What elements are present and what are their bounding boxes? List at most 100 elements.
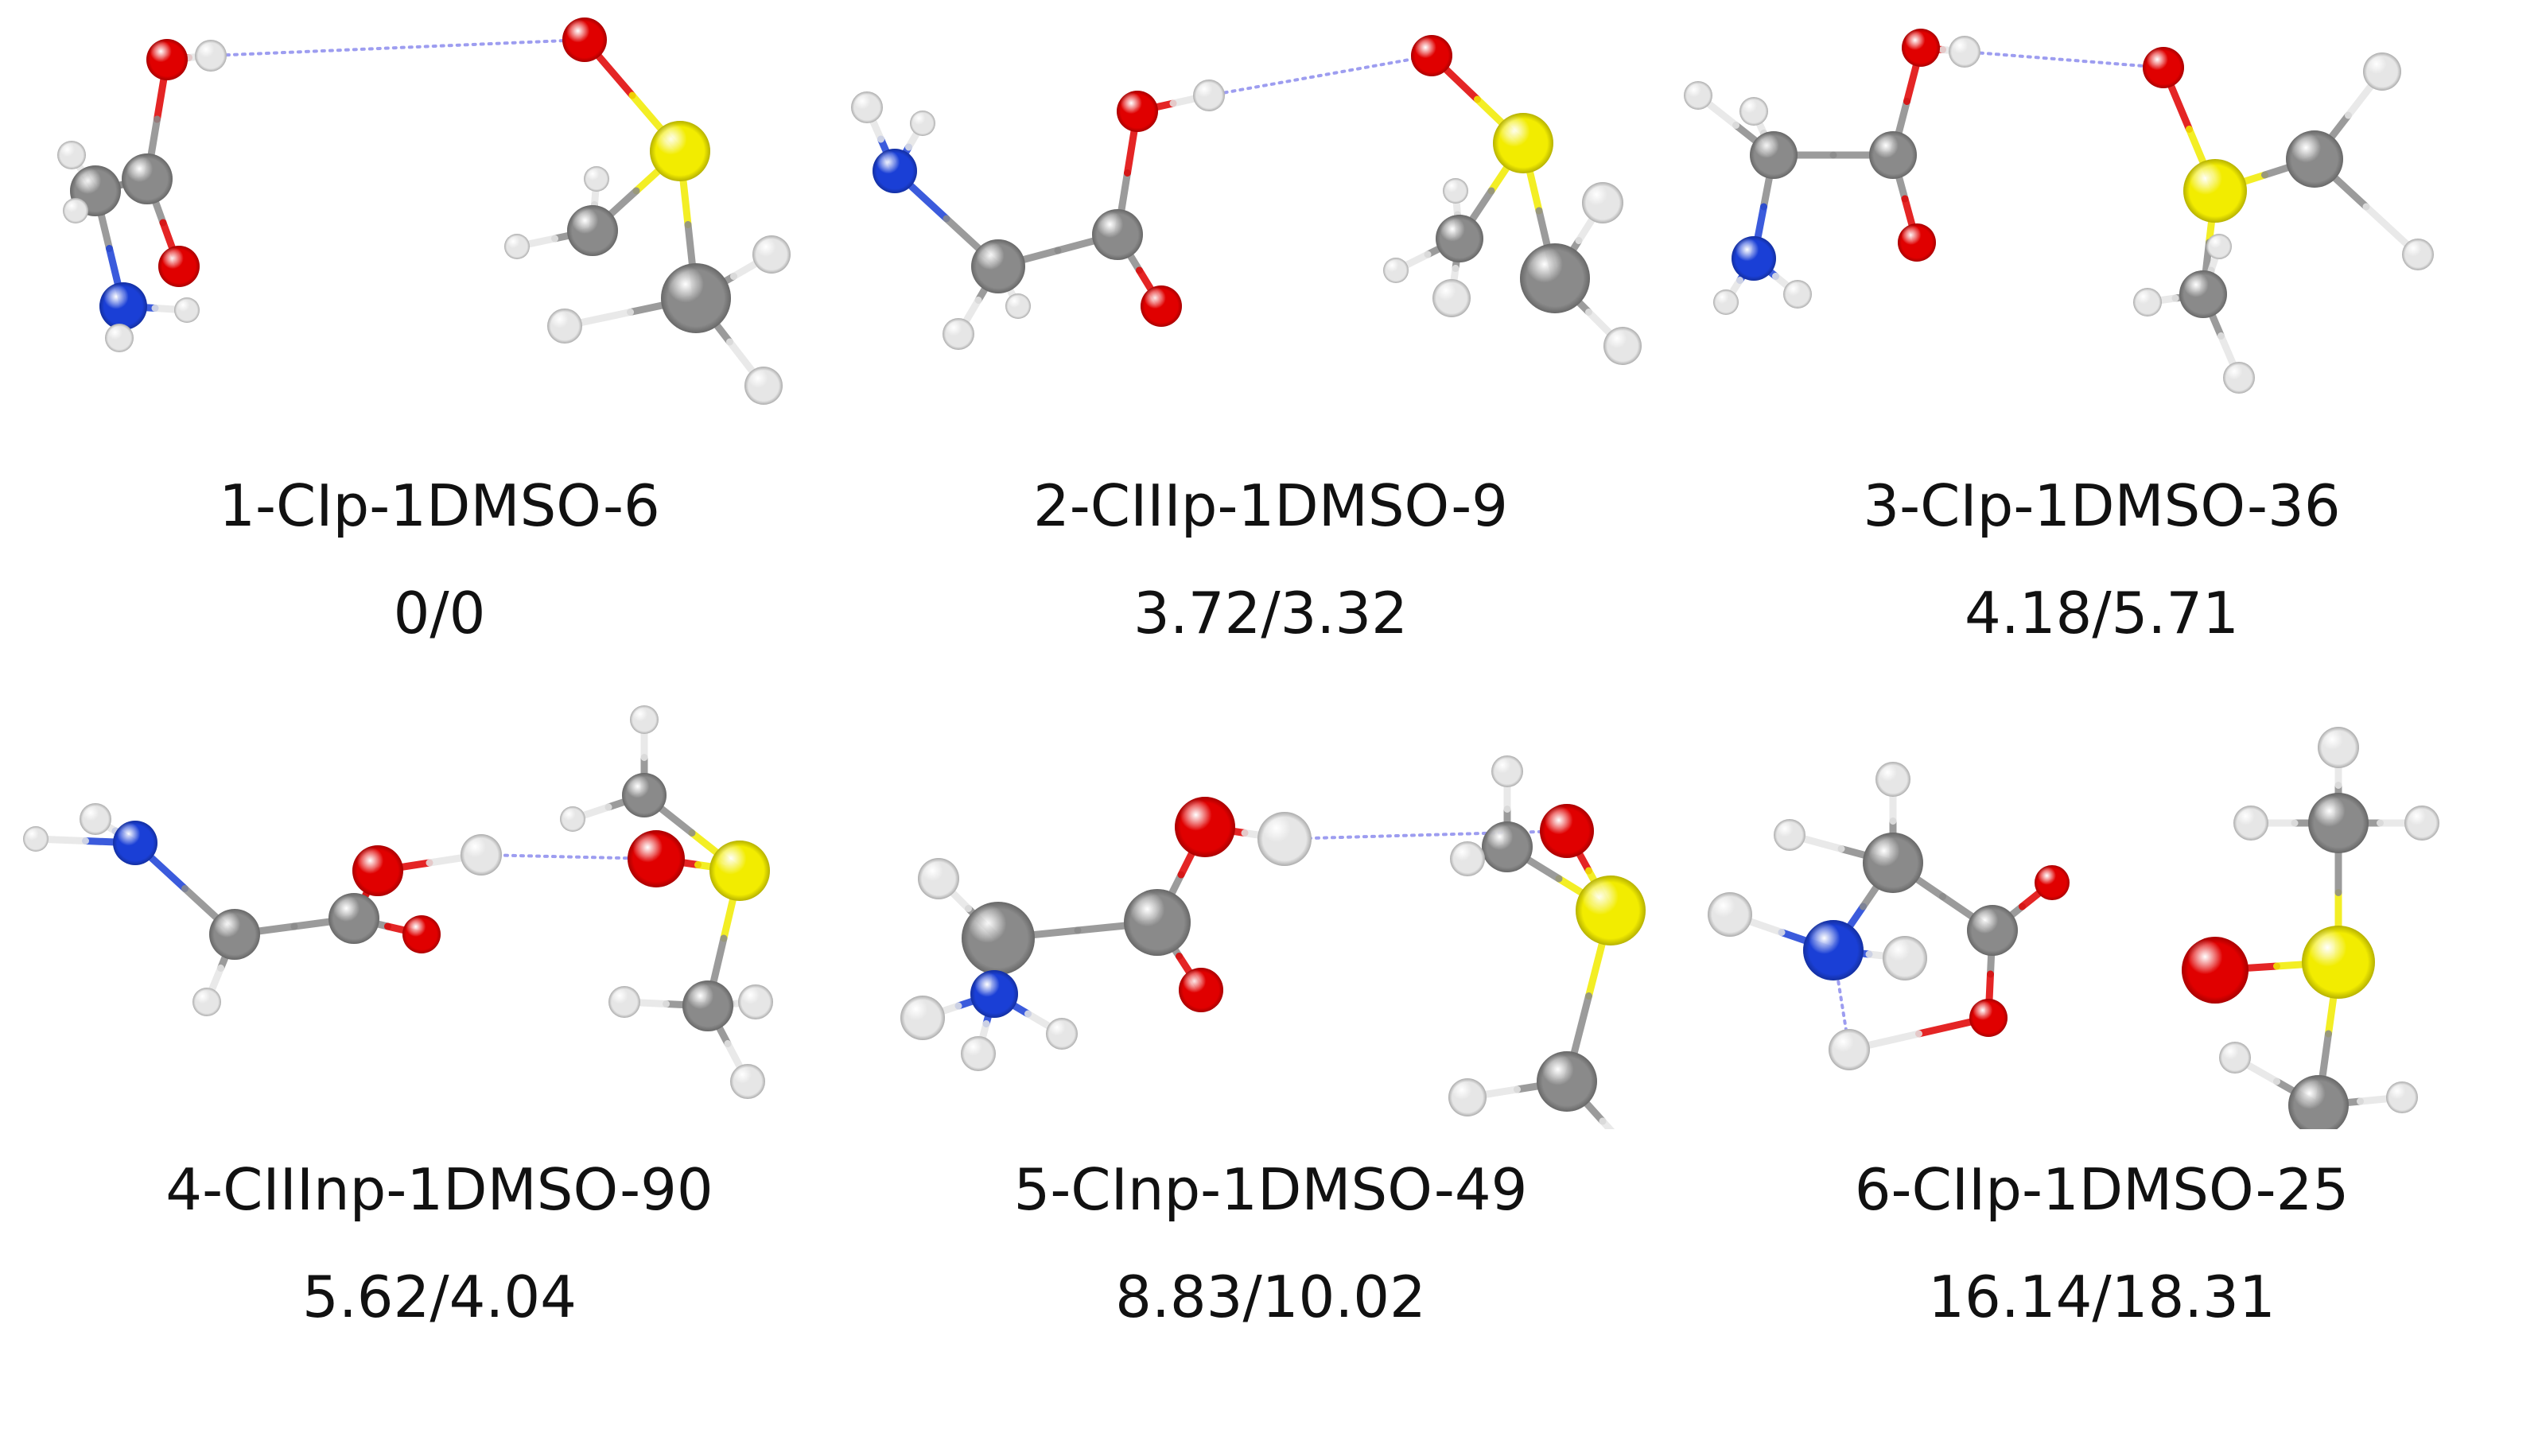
oxygen-atom [1179, 968, 1223, 1012]
panel-4: 4-CIIInp-1DMSO-90 5.62/4.04 [16, 684, 863, 1411]
hydrogen-atom [2233, 806, 2268, 841]
hydrogen-atom [730, 1064, 765, 1099]
carbon-atom [1092, 209, 1143, 260]
hydrogen-atom [1005, 293, 1031, 319]
relative-energy: 16.14/18.31 [1928, 1264, 2276, 1330]
nitrogen-atom [113, 821, 157, 865]
oxygen-atom [146, 39, 188, 80]
hydrogen-atom [918, 858, 959, 899]
oxygen-atom [628, 830, 685, 887]
structure-label: 6-CIIp-1DMSO-25 [1854, 1156, 2350, 1223]
hydrogen-atom [2223, 362, 2255, 394]
carbon-atom [2288, 1075, 2349, 1129]
carbon-atom [1869, 131, 1917, 179]
hydrogen-atom [1883, 936, 1927, 980]
hydrogen-atom [1582, 182, 1623, 223]
molecule-structure-4 [23, 705, 773, 1099]
hydrogen-atom [2404, 806, 2439, 841]
structure-label: 4-CIIInp-1DMSO-90 [165, 1156, 713, 1223]
carbon-atom [1537, 1051, 1597, 1112]
carbon-atom [682, 980, 733, 1031]
hydrogen-atom [910, 111, 935, 136]
hydrogen-atom [174, 297, 200, 323]
panel-2: 2-CIIIp-1DMSO-9 3.72/3.32 [847, 0, 1694, 728]
hydrogen-atom [1450, 841, 1485, 876]
structure-label: 3-CIp-1DMSO-36 [1863, 472, 2341, 539]
hydrogen-atom [961, 1036, 996, 1071]
hydrogen-atom [1257, 812, 1312, 866]
hydrogen-atom [105, 324, 134, 352]
carbon-atom [122, 153, 173, 204]
hydrogen-atom [608, 986, 640, 1018]
carbon-atom [567, 205, 618, 256]
hydrogen-atom [1046, 1018, 1078, 1050]
hydrogen-atom [1875, 762, 1910, 797]
nitrogen-atom [1803, 920, 1864, 980]
hydrogen-atom [1432, 279, 1471, 317]
hydrogen-bond [480, 853, 658, 860]
panel-1: 1-CIp-1DMSO-6 0/0 [16, 0, 863, 728]
hydrogen-atom [1603, 327, 1642, 365]
hydrogen-atom [23, 826, 49, 852]
molecule-structure-6 [1708, 727, 2439, 1129]
sulfur-atom [1493, 113, 1553, 173]
sulfur-atom [1576, 876, 1646, 945]
hydrogen-atom [943, 318, 974, 350]
hydrogen-atom [1684, 81, 1712, 110]
oxygen-atom [1411, 35, 1452, 76]
carbon-atom [1520, 243, 1590, 313]
molecule-structure-3 [1684, 29, 2434, 394]
oxygen-atom [2035, 865, 2070, 900]
hydrogen-atom [752, 235, 791, 274]
hydrogen-atom [1783, 280, 1812, 309]
oxygen-atom [158, 246, 200, 287]
sulfur-atom [2302, 926, 2375, 999]
oxygen-atom [1902, 29, 1940, 67]
relative-energy: 4.18/5.71 [1965, 580, 2239, 646]
carbon-atom [328, 893, 379, 944]
hydrogen-atom [1829, 1029, 1870, 1070]
oxygen-atom [1969, 999, 2008, 1037]
hydrogen-atom [1193, 80, 1225, 111]
hydrogen-atom [461, 834, 502, 876]
carbon-atom [1436, 215, 1483, 262]
molecule-structure-1 [57, 17, 791, 405]
hydrogen-atom [630, 705, 659, 734]
hydrogen-atom [2133, 288, 2162, 316]
hydrogen-atom [2318, 727, 2359, 768]
hydrogen-atom [900, 996, 945, 1040]
hydrogen-atom [1713, 289, 1739, 315]
oxygen-atom [2143, 47, 2184, 88]
carbon-atom [622, 773, 667, 817]
hydrogen-atom [2219, 1042, 2251, 1074]
relative-energy: 5.62/4.04 [302, 1264, 577, 1330]
carbon-atom [2179, 270, 2227, 318]
sulfur-atom [2183, 159, 2247, 223]
nitrogen-atom [99, 282, 147, 330]
carbon-atom [1967, 905, 2018, 956]
carbon-atom [661, 263, 731, 333]
relative-energy: 3.72/3.32 [1133, 580, 1408, 646]
oxygen-atom [352, 845, 403, 896]
oxygen-atom [402, 915, 441, 953]
bond [1845, 1014, 1992, 1054]
molecule-structure-5 [900, 755, 1646, 1129]
oxygen-atom [1175, 797, 1235, 857]
carbon-atom [209, 909, 260, 960]
hydrogen-atom [504, 234, 530, 259]
hydrogen-atom [192, 988, 221, 1016]
hydrogen-atom [1739, 97, 1768, 126]
panel-3: 3-CIp-1DMSO-36 4.18/5.71 [1678, 0, 2525, 728]
nitrogen-atom [873, 149, 917, 193]
structure-label: 1-CIp-1DMSO-6 [219, 472, 660, 539]
structure-label: 2-CIIIp-1DMSO-9 [1033, 472, 1508, 539]
hydrogen-atom [1491, 755, 1523, 787]
nitrogen-atom [970, 970, 1018, 1018]
structure-label: 5-CInp-1DMSO-49 [1013, 1156, 1528, 1223]
hydrogen-atom [547, 309, 582, 344]
hydrogen-atom [2206, 234, 2232, 259]
hydrogen-atom [195, 40, 227, 72]
molecule-structure-2 [851, 35, 1642, 365]
hydrogen-bond [1207, 54, 1433, 97]
hydrogen-atom [744, 367, 783, 405]
